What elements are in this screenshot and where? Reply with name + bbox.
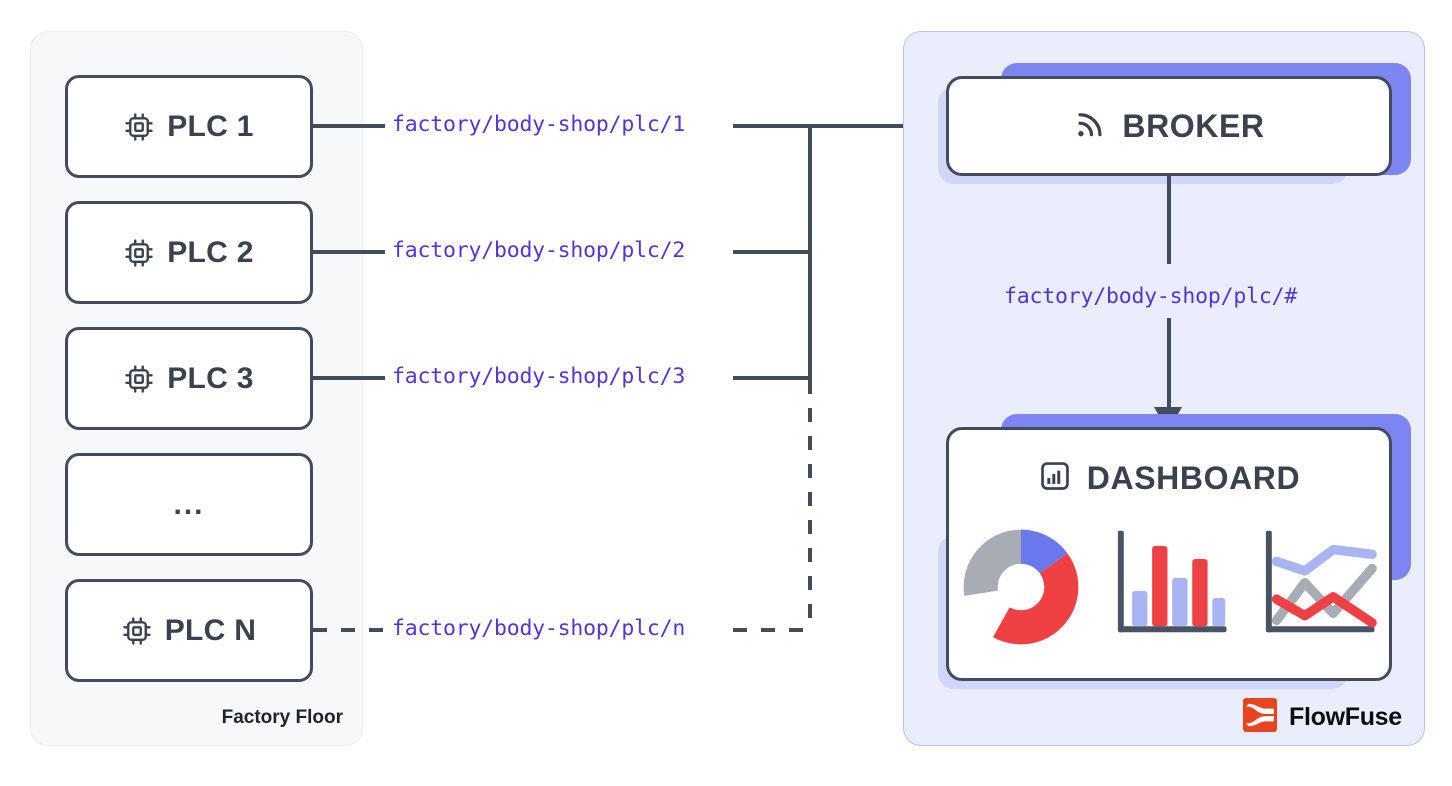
wire-plc3-left — [313, 376, 385, 380]
plc-card-2[interactable]: PLC 2 — [65, 201, 313, 304]
wire-plc3-right — [733, 376, 812, 380]
wire-bus-dashed — [808, 380, 812, 630]
topic-subscribe: factory/body-shop/plc/# — [1004, 284, 1298, 309]
wire-bus-solid — [808, 124, 812, 380]
wire-plc2-left — [313, 250, 385, 254]
topic-plc1: factory/body-shop/plc/1 — [392, 112, 686, 137]
cpu-icon — [124, 364, 154, 394]
wire-plc2-right — [733, 250, 812, 254]
wire-broker-down-upper — [1167, 176, 1171, 264]
plc-label: PLC 1 — [167, 109, 254, 143]
ellipsis-label: ... — [173, 487, 205, 521]
cpu-icon — [124, 238, 154, 268]
dashboard-card-face[interactable]: DASHBOARD — [946, 427, 1392, 681]
plc-label: PLC N — [164, 613, 257, 647]
wire-broker-down-lower — [1167, 318, 1171, 414]
donut-chart-widget — [963, 529, 1079, 645]
plc-label: PLC 2 — [167, 235, 254, 269]
topic-plc2: factory/body-shop/plc/2 — [392, 238, 686, 263]
bar-chart-widget — [1117, 530, 1227, 633]
flowfuse-wordmark: FlowFuse — [1289, 703, 1402, 731]
factory-floor-caption: Factory Floor — [221, 707, 343, 728]
flowfuse-logo: FlowFuse — [1243, 698, 1402, 737]
plc-card-1[interactable]: PLC 1 — [65, 75, 313, 178]
wire-plcn-left — [313, 628, 385, 632]
plc-label: PLC 3 — [167, 361, 254, 395]
plc-card-n[interactable]: PLC N — [65, 579, 313, 682]
plc-card-3[interactable]: PLC 3 — [65, 327, 313, 430]
dashboard-title: DASHBOARD — [1086, 460, 1301, 496]
bar-chart-box-icon — [1038, 459, 1072, 498]
cpu-icon — [124, 112, 154, 142]
wire-plcn-right — [733, 628, 814, 632]
rss-signal-icon — [1073, 107, 1107, 146]
topic-plc3: factory/body-shop/plc/3 — [392, 364, 686, 389]
wire-plc1-left — [313, 124, 385, 128]
wire-plc1-right — [733, 124, 945, 128]
topic-plcn: factory/body-shop/plc/n — [392, 616, 686, 641]
flowfuse-logo-icon — [1243, 698, 1277, 737]
broker-card-face[interactable]: BROKER — [946, 76, 1392, 176]
cpu-icon — [122, 616, 152, 646]
plc-card-ellipsis: ... — [65, 453, 313, 556]
broker-title: BROKER — [1122, 107, 1265, 144]
line-chart-widget — [1265, 530, 1377, 633]
